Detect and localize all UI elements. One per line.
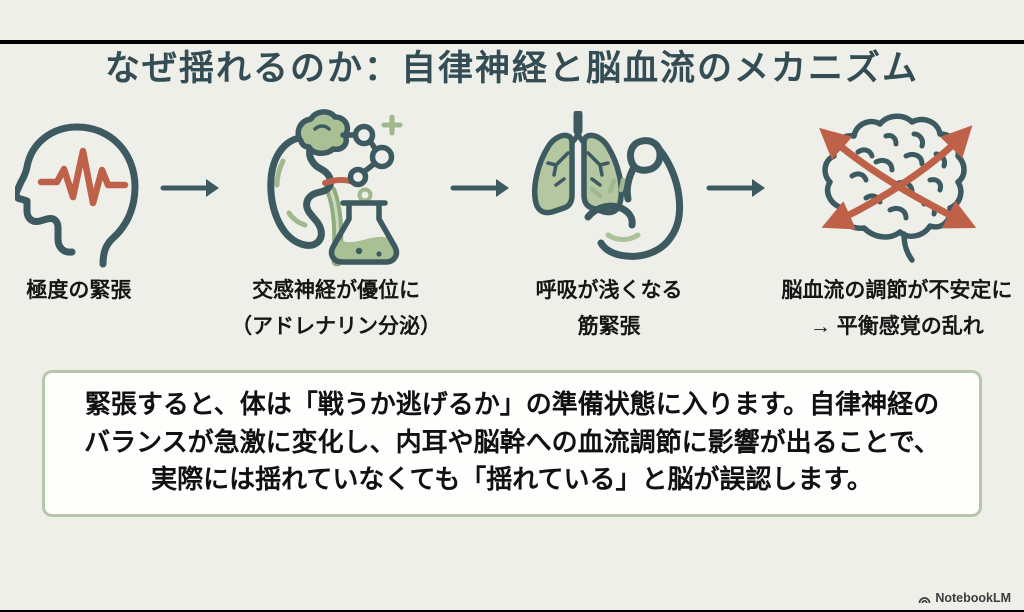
summary-box: 緊張すると、体は「戦うか逃げるか」の準備状態に入ります。自律神経の バランスが急…	[42, 370, 982, 518]
flow-step-2-label: 交感神経が優位に	[252, 279, 421, 302]
flow-step-2-label-2: （アドレナリン分泌）	[231, 314, 442, 338]
unstable-brain-bloodflow-icon	[818, 113, 977, 263]
flow-step-3: 呼吸が浅くなる 筋緊張	[514, 105, 703, 342]
letterbox-bar-top	[0, 40, 1024, 44]
right-arrow-icon	[160, 179, 219, 197]
flow-step-1: 極度の緊張	[0, 105, 158, 311]
summary-line-2: バランスが急激に変化し、内耳や脳幹への血流調節に影響が出ることで、	[84, 426, 940, 457]
right-arrow-icon	[450, 179, 510, 197]
watermark-label: NotebookLM	[935, 591, 1011, 605]
adrenal-gland-secretion-icon	[267, 109, 403, 267]
flow-step-4: 脳血流の調節が不安定に → 平衡感覚の乱れ	[770, 105, 1024, 342]
flow-step-1-label: 極度の緊張	[26, 279, 132, 302]
page-title: なぜ揺れるのか：自律神経と脳血流のメカニズム	[104, 49, 919, 88]
flow-step-2: 交感神経が優位に （アドレナリン分泌）	[224, 105, 449, 342]
flow-arrow-2	[450, 105, 512, 271]
flow-step-4-icon-box	[806, 105, 988, 271]
flow-arrow-1	[160, 105, 222, 271]
summary-line-3: 実際には揺れていなくても「揺れている」と脳が誤認します。	[151, 464, 873, 495]
flow-step-2-icon-box	[261, 105, 411, 271]
mechanism-flow: 極度の緊張	[0, 105, 1024, 342]
watermark: NotebookLM	[918, 591, 1011, 605]
flow-step-1-icon-box	[14, 105, 143, 271]
flow-step-3-label-2: 筋緊張	[577, 314, 641, 338]
stressed-head-icon	[14, 123, 139, 268]
flow-step-4-label: 脳血流の調節が不安定に	[781, 279, 1013, 302]
lungs-muscle-tension-icon	[532, 111, 684, 260]
summary-line-1: 緊張すると、体は「戦うか逃げるか」の準備状態に入ります。自律神経の	[84, 389, 940, 419]
notebooklm-logo-icon	[918, 596, 931, 603]
flow-step-3-icon-box	[528, 105, 690, 271]
flow-arrow-3	[706, 105, 768, 271]
flow-step-3-label: 呼吸が浅くなる	[535, 279, 683, 302]
flow-step-4-label-2: → 平衡感覚の乱れ	[809, 314, 984, 338]
right-arrow-icon	[706, 179, 765, 197]
